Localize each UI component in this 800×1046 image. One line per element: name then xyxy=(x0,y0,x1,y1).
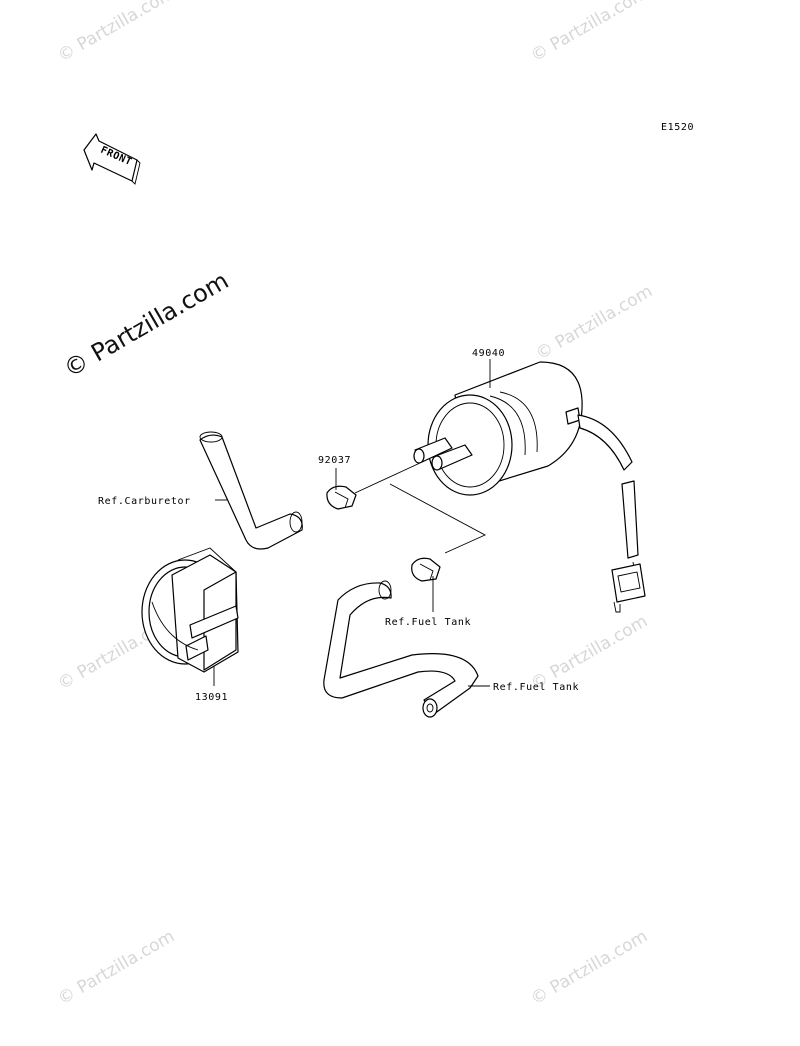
watermark: © Partzilla.com xyxy=(55,0,179,66)
callout-ref-fuel-tank-lower: Ref.Fuel Tank xyxy=(493,682,579,693)
clamp-lower xyxy=(411,557,441,582)
leader-lines xyxy=(213,359,491,687)
callout-bracket: 13091 xyxy=(195,692,228,703)
fuel-pump xyxy=(413,361,583,496)
callout-clamp: 92037 xyxy=(318,455,351,466)
watermark: © Partzilla.com xyxy=(528,0,652,66)
watermark: © Partzilla.com xyxy=(533,281,657,364)
carburetor-hose xyxy=(199,431,303,550)
front-arrow-icon: FRONT xyxy=(83,133,141,185)
fuel-tank-hose xyxy=(323,580,479,718)
pump-wire xyxy=(577,414,646,613)
callout-fuel-pump: 49040 xyxy=(472,348,505,359)
watermark-large: © Partzilla.com xyxy=(59,266,233,383)
watermark: © Partzilla.com xyxy=(528,926,652,1009)
watermark: © Partzilla.com xyxy=(55,926,179,1009)
bracket xyxy=(141,547,239,673)
callout-ref-carburetor: Ref.Carburetor xyxy=(98,496,191,507)
callout-ref-fuel-tank-upper: Ref.Fuel Tank xyxy=(385,617,471,628)
clamp-top xyxy=(326,485,357,510)
diagram-code: E1520 xyxy=(661,122,694,133)
